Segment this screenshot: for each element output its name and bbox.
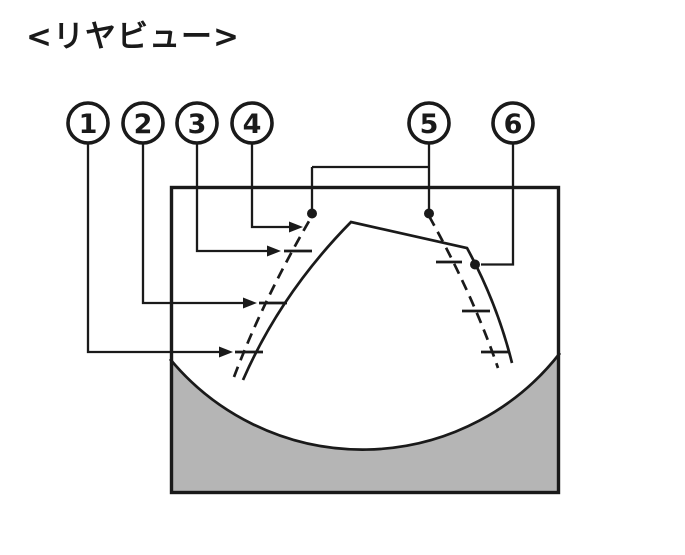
callout-circle-3 bbox=[175, 101, 219, 145]
leader-dot-6 bbox=[470, 259, 480, 270]
callout-4: 4 bbox=[230, 101, 274, 145]
diagram-title: <リヤビュー> bbox=[26, 19, 240, 55]
ink-layer: 1 2 3 4 5 6 <リヤビュー> bbox=[26, 19, 562, 495]
bumper-area bbox=[170, 353, 560, 493]
leader-line-1 bbox=[86, 143, 220, 354]
callout-5: 5 bbox=[407, 101, 451, 145]
leader-dot-5-right bbox=[424, 208, 434, 219]
guide-line-dashed-left bbox=[232, 215, 314, 378]
monitor-frame bbox=[169, 185, 561, 495]
leader-arrow-2 bbox=[243, 297, 257, 309]
callout-number-1: 1 bbox=[79, 109, 98, 140]
callout-6: 6 bbox=[491, 101, 535, 145]
leader-line-2 bbox=[141, 143, 244, 305]
callout-number-4: 4 bbox=[243, 109, 262, 140]
leader-line-5 bbox=[310, 143, 431, 210]
callout-circle-4 bbox=[230, 101, 274, 145]
callout-1: 1 bbox=[66, 101, 110, 145]
callout-2: 2 bbox=[121, 101, 165, 145]
leader-line-3 bbox=[195, 143, 268, 253]
callout-circle-2 bbox=[121, 101, 165, 145]
callout-3: 3 bbox=[175, 101, 219, 145]
callout-number-5: 5 bbox=[420, 109, 439, 140]
callout-number-3: 3 bbox=[188, 109, 207, 140]
callout-number-2: 2 bbox=[134, 109, 153, 140]
callout-circle-1 bbox=[66, 101, 110, 145]
leader-arrow-4 bbox=[289, 221, 303, 233]
callout-number-6: 6 bbox=[504, 109, 523, 140]
bumper-edge-line bbox=[168, 352, 562, 451]
callout-circle-5 bbox=[407, 101, 451, 145]
guide-line-solid bbox=[241, 220, 514, 381]
leader-line-6 bbox=[481, 143, 515, 266]
leader-line-4 bbox=[250, 143, 290, 229]
leader-dot-5-left bbox=[307, 208, 317, 219]
leader-arrow-1 bbox=[219, 346, 233, 358]
leader-arrow-3 bbox=[267, 245, 281, 257]
callout-circle-6 bbox=[491, 101, 535, 145]
